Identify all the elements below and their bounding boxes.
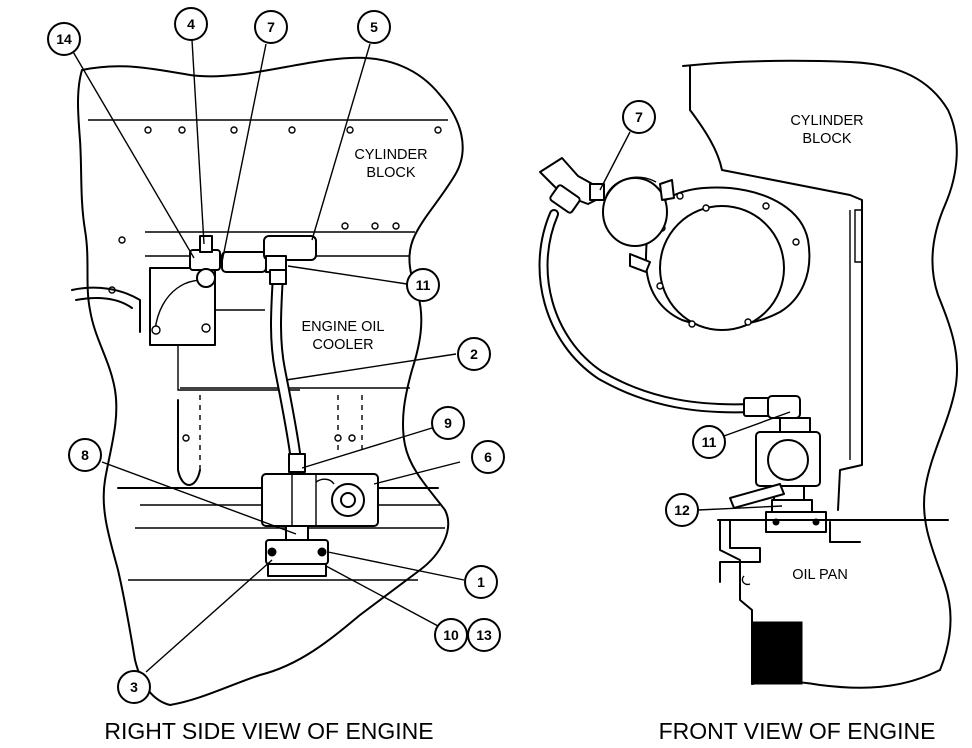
svg-text:13: 13 [476, 627, 492, 643]
hose-2-inner [272, 271, 300, 464]
bolt-holes [108, 126, 442, 294]
caption-right-side-view: RIGHT SIDE VIEW OF ENGINE [104, 718, 433, 744]
pan-flange [829, 521, 861, 543]
flange-bolt [267, 547, 277, 557]
callout-9: 9 [431, 406, 465, 440]
leader-lines-right [599, 131, 791, 511]
connector-fitting [263, 235, 317, 261]
bolt-hole [348, 434, 356, 442]
svg-text:3: 3 [130, 679, 138, 695]
leader-lines-left [71, 39, 465, 673]
callout-11: 11 [406, 268, 440, 302]
pan-flange [719, 519, 761, 583]
hose-end-fitting [288, 453, 306, 473]
drain-plug-block [751, 621, 803, 685]
adapter-bolt [201, 323, 211, 333]
svg-text:11: 11 [416, 277, 431, 293]
engine-outline-right [682, 59, 959, 689]
pan-hook [741, 575, 751, 586]
adapter-curve [154, 279, 211, 331]
callout-1: 1 [464, 565, 498, 599]
bolt-hole [182, 434, 190, 442]
callout-6: 6 [471, 440, 505, 474]
engine-oil-cooler-label: COOLER [312, 337, 373, 353]
timing-cover [645, 186, 811, 331]
callout-7: 7 [254, 10, 288, 44]
cylinder-block-label: BLOCK [366, 165, 415, 181]
svg-text:2: 2 [470, 346, 478, 362]
gasket [267, 563, 327, 577]
elbow-fitting-7 [539, 157, 605, 214]
hose-end-fitting [269, 269, 287, 285]
svg-text:7: 7 [635, 109, 643, 125]
hidden-lines [199, 395, 363, 470]
callout-2: 2 [457, 337, 491, 371]
cooler-bracket [177, 399, 201, 486]
cover-curve [71, 286, 141, 333]
tee-fitting-stem [199, 235, 213, 253]
callout-8: 8 [68, 438, 102, 472]
svg-text:10: 10 [443, 627, 459, 643]
elbow-fitting [221, 251, 267, 273]
svg-text:12: 12 [674, 502, 690, 518]
callout-10: 10 [434, 618, 468, 652]
callout-12: 12 [665, 493, 699, 527]
engine-outline-left [77, 56, 464, 706]
flange-bolt [317, 547, 327, 557]
block-rib [854, 209, 863, 263]
callout-7-front: 7 [622, 100, 656, 134]
plug [196, 268, 216, 288]
svg-text:11: 11 [702, 434, 717, 450]
callout-11-front: 11 [692, 425, 726, 459]
cylinder-block-label: CYLINDER [790, 113, 863, 129]
front-view: CYLINDER BLOCK OIL PAN 7 11 12 FRONT VIE… [538, 59, 959, 744]
valve-body [261, 473, 379, 527]
callout-3: 3 [117, 670, 151, 704]
adapter-bolt [151, 325, 161, 335]
caption-front-view: FRONT VIEW OF ENGINE [659, 718, 936, 744]
cylinder-block-label: CYLINDER [354, 147, 427, 163]
callout-5: 5 [357, 10, 391, 44]
svg-text:5: 5 [370, 19, 378, 35]
hose-front-inner [540, 211, 755, 412]
cooler-line [177, 345, 300, 391]
callout-14: 14 [47, 22, 81, 56]
cylinder-block-label: BLOCK [802, 131, 851, 147]
svg-text:1: 1 [477, 574, 485, 590]
svg-text:9: 9 [444, 415, 452, 431]
sender-housing [729, 417, 827, 533]
svg-text:8: 8 [81, 447, 89, 463]
top-fittings [189, 235, 317, 288]
engine-oil-cooler-label: ENGINE OIL [302, 319, 385, 335]
callout-4: 4 [174, 7, 208, 41]
svg-text:14: 14 [56, 31, 72, 47]
svg-text:4: 4 [187, 16, 195, 32]
oil-pan-label: OIL PAN [792, 567, 848, 583]
right-side-view: CYLINDER BLOCK ENGINE OIL COOLER 14 4 7 … [47, 7, 505, 744]
svg-text:6: 6 [484, 449, 492, 465]
filter-adapter [602, 176, 675, 273]
connector-8 [285, 525, 309, 541]
svg-text:7: 7 [267, 19, 275, 35]
bolt-hole [334, 434, 342, 442]
hose-end-fitting [743, 397, 771, 417]
callout-13: 13 [467, 618, 501, 652]
cover-curve [75, 297, 133, 309]
